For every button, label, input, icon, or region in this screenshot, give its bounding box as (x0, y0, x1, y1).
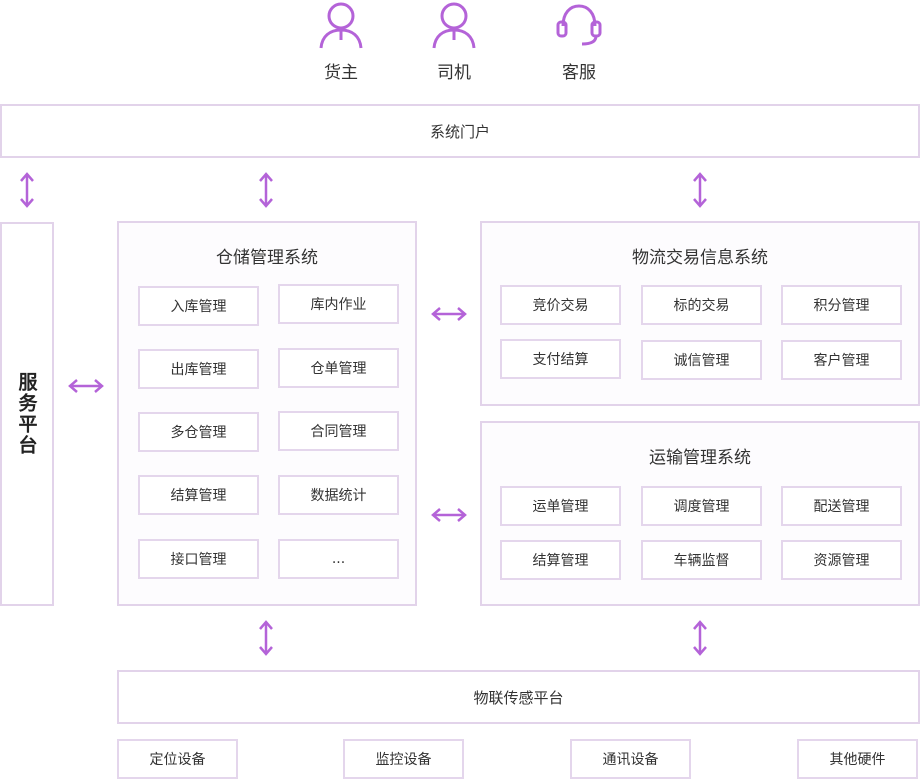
trade-item: 标的交易 (641, 285, 762, 325)
transport-system-title: 运输管理系统 (649, 448, 751, 468)
bidirectional-arrow-icon (68, 377, 104, 395)
transport-item-label: 资源管理 (813, 553, 870, 569)
role-label: 客服 (562, 63, 596, 83)
service-platform: 服务平台 (0, 222, 54, 606)
system-portal-label: 系统门户 (429, 122, 490, 141)
bidirectional-arrow-icon (691, 172, 709, 208)
warehouse-item-label: 库内作业 (310, 297, 367, 313)
transport-item-label: 结算管理 (532, 553, 589, 569)
trade-system-title: 物流交易信息系统 (632, 248, 768, 268)
bidirectional-arrow-icon (257, 620, 275, 656)
iot-sensor-platform-label: 物联传感平台 (473, 688, 564, 707)
transport-item-label: 车辆监督 (673, 553, 730, 569)
transport-item-label: 配送管理 (813, 499, 870, 515)
device-item: 通讯设备 (570, 739, 691, 779)
transport-item: 结算管理 (500, 540, 621, 580)
trade-item-label: 积分管理 (813, 298, 870, 314)
trade-item-label: 竞价交易 (532, 298, 589, 314)
role-shipper: 货主 (301, 0, 381, 83)
bidirectional-arrow-icon (431, 506, 467, 524)
warehouse-item: 库内作业 (278, 284, 399, 324)
trade-item: 支付结算 (500, 339, 621, 379)
device-item: 其他硬件 (797, 739, 918, 779)
user-icon (319, 2, 363, 49)
warehouse-item: 数据统计 (278, 475, 399, 515)
warehouse-item-label: 入库管理 (170, 299, 227, 315)
warehouse-item: 接口管理 (138, 539, 259, 579)
transport-item-label: 调度管理 (673, 499, 730, 515)
trade-item: 积分管理 (781, 285, 902, 325)
role-customer-service: 客服 (539, 0, 619, 83)
user-icon (432, 2, 476, 49)
device-item-label: 其他硬件 (829, 752, 886, 768)
device-item-label: 通讯设备 (602, 752, 659, 768)
role-label: 货主 (324, 63, 358, 83)
warehouse-item: 入库管理 (138, 286, 259, 326)
bidirectional-arrow-icon (691, 620, 709, 656)
bidirectional-arrow-icon (257, 172, 275, 208)
iot-sensor-platform: 物联传感平台 (117, 670, 920, 724)
transport-item: 配送管理 (781, 486, 902, 526)
transport-item: 资源管理 (781, 540, 902, 580)
transport-item: 调度管理 (641, 486, 762, 526)
bidirectional-arrow-icon (431, 305, 467, 323)
trade-item: 竞价交易 (500, 285, 621, 325)
service-platform-label: 服务平台 (15, 372, 38, 456)
trade-item: 客户管理 (781, 340, 902, 380)
system-portal: 系统门户 (0, 104, 920, 158)
device-item: 监控设备 (343, 739, 464, 779)
device-item-label: 定位设备 (149, 752, 206, 768)
warehouse-system-title: 仓储管理系统 (216, 248, 318, 268)
warehouse-item-label: 接口管理 (170, 552, 227, 568)
warehouse-item: ... (278, 539, 399, 579)
warehouse-item-label: ... (331, 551, 346, 567)
warehouse-item-label: 多仓管理 (170, 425, 227, 441)
device-item-label: 监控设备 (375, 752, 432, 768)
role-driver: 司机 (414, 0, 494, 83)
warehouse-item-label: 出库管理 (170, 362, 227, 378)
transport-item: 车辆监督 (641, 540, 762, 580)
device-item: 定位设备 (117, 739, 238, 779)
transport-item: 运单管理 (500, 486, 621, 526)
warehouse-item-label: 数据统计 (310, 488, 367, 504)
role-label: 司机 (437, 63, 471, 83)
warehouse-item-label: 结算管理 (170, 488, 227, 504)
trade-item-label: 诚信管理 (673, 353, 730, 369)
warehouse-item: 合同管理 (278, 411, 399, 451)
trade-item-label: 标的交易 (673, 298, 730, 314)
warehouse-item: 多仓管理 (138, 412, 259, 452)
transport-item-label: 运单管理 (532, 499, 589, 515)
headset-icon (556, 4, 602, 46)
bidirectional-arrow-icon (18, 172, 36, 208)
trade-item: 诚信管理 (641, 340, 762, 380)
trade-item-label: 客户管理 (813, 353, 870, 369)
warehouse-item: 结算管理 (138, 475, 259, 515)
warehouse-item: 仓单管理 (278, 348, 399, 388)
warehouse-item: 出库管理 (138, 349, 259, 389)
warehouse-item-label: 仓单管理 (310, 361, 367, 377)
warehouse-item-label: 合同管理 (310, 424, 367, 440)
trade-item-label: 支付结算 (532, 352, 589, 368)
